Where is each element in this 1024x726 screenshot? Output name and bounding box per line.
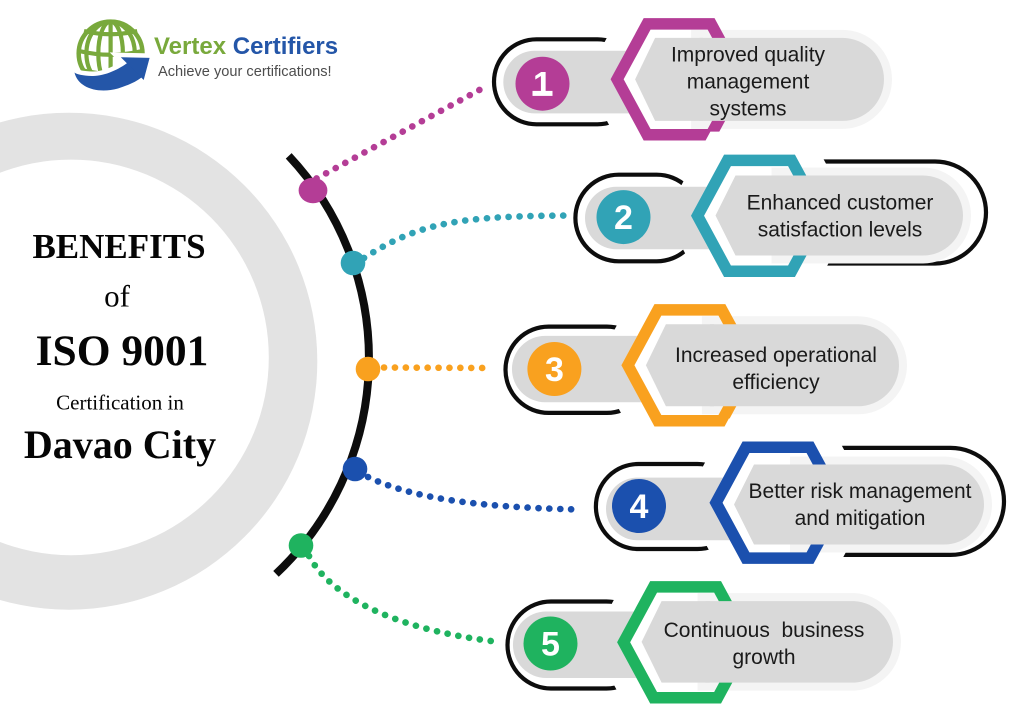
svg-text:systems: systems — [709, 98, 786, 121]
svg-text:1: 1 — [533, 66, 552, 104]
svg-text:Vertex Certifiers: Vertex Certifiers — [154, 33, 338, 60]
svg-text:Davao City: Davao City — [24, 422, 216, 467]
svg-text:Certification in: Certification in — [56, 391, 184, 415]
svg-text:and mitigation: and mitigation — [795, 507, 926, 530]
svg-text:5: 5 — [541, 626, 560, 664]
svg-text:4: 4 — [630, 488, 649, 526]
svg-text:management: management — [687, 71, 810, 94]
svg-text:Improved quality: Improved quality — [671, 44, 826, 67]
svg-text:3: 3 — [545, 351, 564, 389]
svg-text:Increased operational: Increased operational — [675, 344, 877, 367]
svg-text:BENEFITS: BENEFITS — [32, 227, 205, 266]
svg-text:of: of — [104, 279, 131, 314]
svg-text:growth: growth — [732, 646, 795, 669]
svg-text:Achieve your certifications!: Achieve your certifications! — [158, 64, 332, 80]
svg-text:satisfaction levels: satisfaction levels — [758, 219, 923, 242]
svg-text:efficiency: efficiency — [732, 371, 820, 394]
svg-text:Continuous business: Continuous business — [664, 619, 865, 642]
svg-text:ISO 9001: ISO 9001 — [36, 327, 209, 375]
svg-text:Better risk management: Better risk management — [749, 480, 972, 503]
svg-text:2: 2 — [614, 199, 633, 237]
svg-text:Enhanced customer: Enhanced customer — [747, 192, 934, 215]
